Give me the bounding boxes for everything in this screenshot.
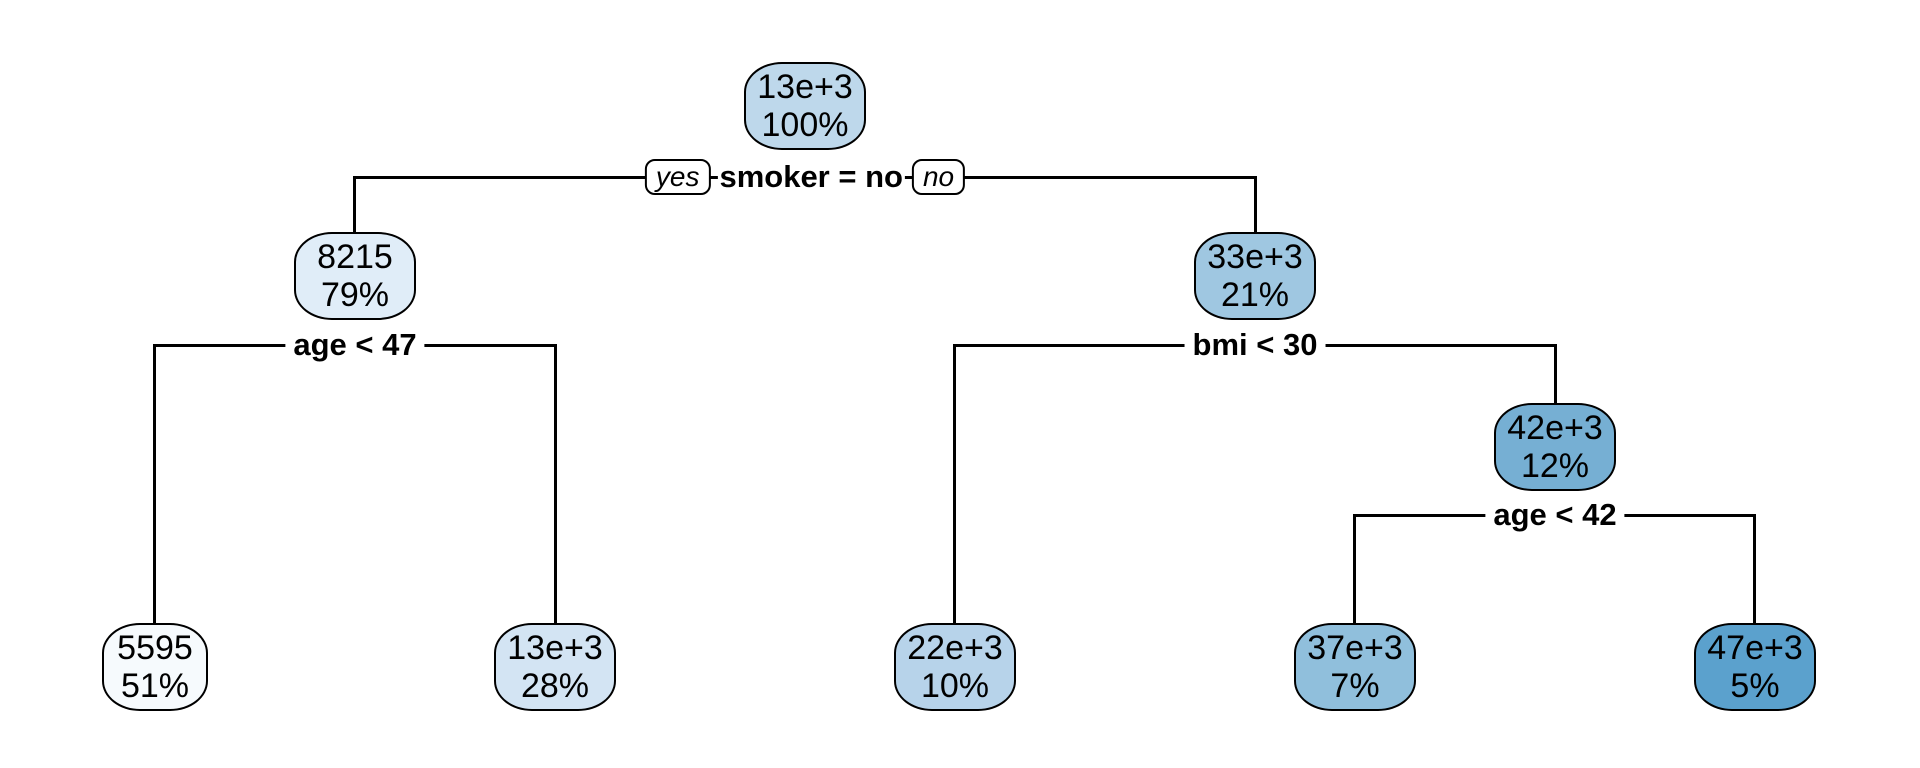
- node-percent: 12%: [1520, 447, 1590, 485]
- node-percent: 28%: [520, 667, 590, 705]
- node-33e3: 33e+3 21%: [1194, 232, 1316, 320]
- branch-line-level1-right-drop: [1254, 176, 1257, 233]
- node-8215: 8215 79%: [294, 232, 416, 320]
- split-bmi30-label: bmi < 30: [1184, 327, 1326, 363]
- branch-no-tag: no: [911, 159, 966, 195]
- branch-line-age42-right-drop: [1753, 514, 1756, 624]
- node-value: 47e+3: [1707, 629, 1803, 667]
- node-percent: 7%: [1330, 667, 1380, 705]
- split-smoker-label: smoker = no: [717, 159, 905, 195]
- leaf-37e3: 37e+3 7%: [1294, 623, 1416, 711]
- branch-line-bmi30-left-drop: [953, 344, 956, 624]
- node-value: 13e+3: [757, 68, 853, 106]
- leaf-47e3: 47e+3 5%: [1694, 623, 1816, 711]
- branch-line-bmi30-right-drop: [1554, 344, 1557, 404]
- branch-line-age47-right-drop: [554, 344, 557, 624]
- branch-line-age47-left-drop: [153, 344, 156, 624]
- node-42e3: 42e+3 12%: [1494, 403, 1616, 491]
- split-age47-label: age < 47: [285, 327, 425, 363]
- split-smoker: yes smoker = no no: [644, 159, 966, 195]
- node-root-13e3: 13e+3 100%: [744, 62, 866, 150]
- node-value: 33e+3: [1207, 238, 1303, 276]
- node-percent: 100%: [761, 106, 849, 144]
- node-value: 42e+3: [1507, 409, 1603, 447]
- node-value: 22e+3: [907, 629, 1003, 667]
- node-percent: 21%: [1220, 276, 1290, 314]
- node-percent: 10%: [920, 667, 990, 705]
- node-value: 37e+3: [1307, 629, 1403, 667]
- branch-line-age42-left-drop: [1353, 514, 1356, 624]
- branch-yes-tag: yes: [644, 159, 711, 195]
- branch-line-level1-left-drop: [353, 176, 356, 233]
- split-age42-label: age < 42: [1485, 497, 1625, 533]
- node-value: 8215: [317, 238, 393, 276]
- leaf-13e3: 13e+3 28%: [494, 623, 616, 711]
- node-value: 5595: [117, 629, 193, 667]
- node-percent: 5%: [1730, 667, 1780, 705]
- leaf-22e3: 22e+3 10%: [894, 623, 1016, 711]
- node-percent: 79%: [320, 276, 390, 314]
- node-value: 13e+3: [507, 629, 603, 667]
- node-percent: 51%: [120, 667, 190, 705]
- leaf-5595: 5595 51%: [102, 623, 208, 711]
